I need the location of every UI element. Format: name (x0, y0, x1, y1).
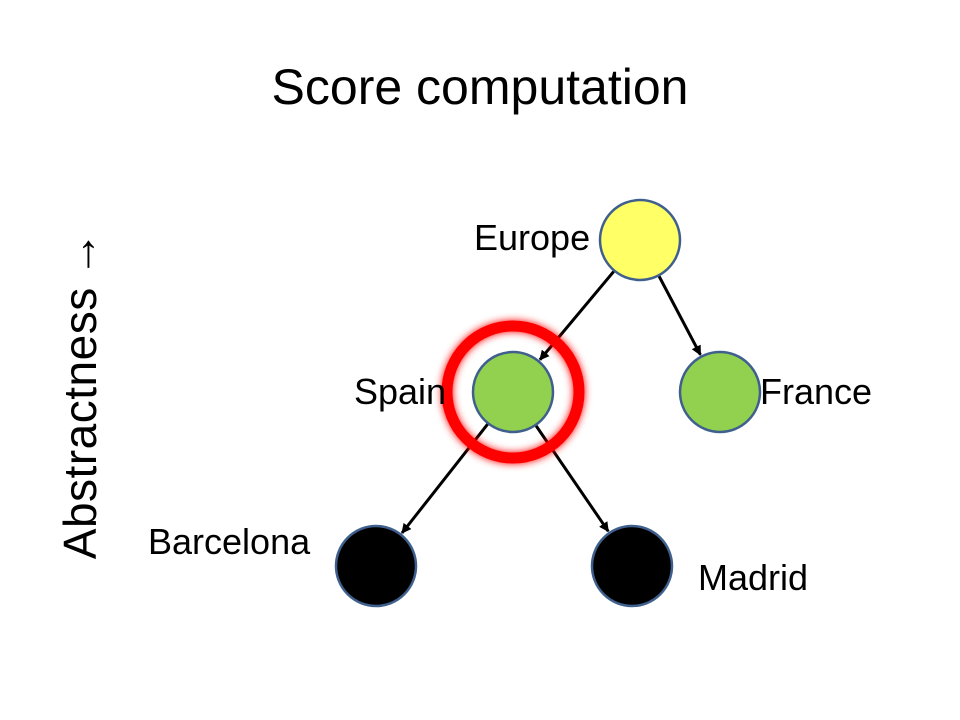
label-europe: Europe (474, 217, 590, 258)
label-madrid: Madrid (698, 557, 808, 598)
node-europe[interactable] (598, 198, 682, 282)
label-france: France (760, 371, 872, 412)
page-title: Score computation (271, 59, 689, 115)
node-france[interactable] (678, 350, 762, 434)
label-barcelona: Barcelona (148, 521, 311, 562)
edge-spain-madrid (533, 422, 610, 533)
highlight-ring (441, 320, 585, 464)
node-madrid[interactable] (590, 524, 674, 608)
label-spain: Spain (354, 371, 446, 412)
nodes-layer (334, 198, 762, 608)
labels-layer: Europe Spain France Barcelona Madrid (148, 217, 872, 598)
node-barcelona[interactable] (334, 524, 418, 608)
edge-spain-barcelona (400, 420, 491, 534)
node-spain[interactable] (471, 350, 555, 434)
edge-europe-france (656, 272, 702, 356)
edge-europe-spain (538, 268, 617, 361)
